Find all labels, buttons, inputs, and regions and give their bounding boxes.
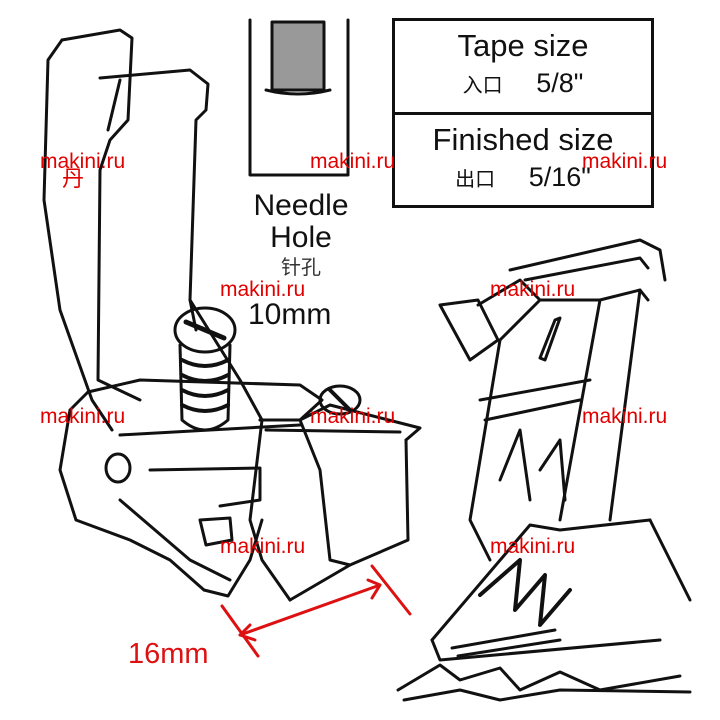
adjust-screw [173,306,237,432]
watermark: makini.ru [490,535,576,558]
watermark: makini.ru [582,150,668,173]
tape-size-cjk: 入口 [462,73,503,97]
dimension-label: 16mm [128,638,209,670]
tape-size-value: 5/8" [536,68,584,98]
finished-size-value: 5/16" [528,162,591,192]
tape-size-row: Tape size 入口 5/8" [395,21,651,115]
spec-table: Tape size 入口 5/8" Finished size 出口 5/16" [392,18,654,208]
watermark: makini.ru [40,405,126,428]
watermark: makini.ru [220,278,306,301]
needle-hole-line1: Needle [253,189,349,222]
presser-foot-toe [248,384,422,602]
dimension-arrow [220,564,412,658]
watermark: makini.ru [310,150,396,173]
needle-hole-label: Needle Hole 针孔 [226,190,376,280]
watermark: makini.ru [490,278,576,301]
fabric-strip [396,518,692,702]
needle-hole-cjk: 针孔 [281,255,321,279]
finished-size-cjk: 出口 [455,167,496,191]
finished-size-label: Finished size [432,122,614,157]
watermark: makini.ru [220,535,306,558]
tape-size-label: Tape size [457,28,589,63]
tape-size-value-line: 入口 5/8" [395,67,651,101]
finished-size-row: Finished size 出口 5/16" [395,115,651,205]
needle-hole-size: 10mm [248,298,332,331]
needle-hole-line2: Hole [270,221,332,254]
watermark: makini.ru [310,405,396,428]
watermark: makini.ru [582,405,668,428]
needle-hole-detail [248,18,350,177]
watermark: makini.ru [40,150,126,173]
presser-foot-shank [42,28,264,432]
tape-folder [438,238,667,562]
brand-mark-icon: 丹 [62,167,84,192]
finished-size-value-line: 出口 5/16" [395,161,651,195]
